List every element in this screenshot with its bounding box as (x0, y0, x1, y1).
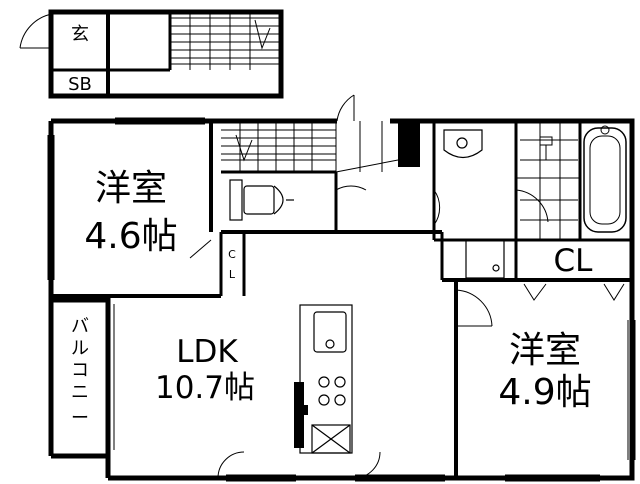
closet-large-label: CL (554, 243, 594, 279)
laundry-pan (465, 239, 505, 279)
closet-small-label-1: C (228, 248, 236, 261)
kitchen (299, 304, 353, 454)
bathroom (515, 121, 627, 240)
balcony-char: コ (71, 360, 89, 381)
entrance-annex (19, 9, 284, 99)
balcony-char: ニ (71, 382, 89, 403)
ldk-name: LDK (176, 334, 238, 370)
genkan-label: 玄 (71, 24, 89, 45)
balcony-char: バ (71, 316, 89, 337)
western-room-2-name: 洋室 (509, 330, 581, 371)
balcony-char: ル (71, 338, 89, 359)
western-room-2-size: 4.9帖 (498, 372, 591, 413)
balcony-char: ー (71, 408, 89, 429)
ldk-size: 10.7帖 (155, 370, 255, 406)
wall-blocks (294, 121, 420, 448)
western-room-1-name: 洋室 (95, 168, 167, 209)
door-swings (109, 239, 625, 479)
western-room-1-size: 4.6帖 (84, 216, 177, 257)
entrance-stairs (170, 12, 280, 70)
main-stairs (221, 94, 441, 226)
shoe-box-label: SB (68, 74, 92, 95)
toilet (229, 179, 294, 221)
closet-small-label-2: L (229, 268, 236, 281)
window-marks (47, 117, 636, 482)
balcony-label: バ ル コ ニ ー (71, 316, 89, 429)
outer-walls (48, 118, 635, 481)
wash-basin (443, 129, 483, 159)
